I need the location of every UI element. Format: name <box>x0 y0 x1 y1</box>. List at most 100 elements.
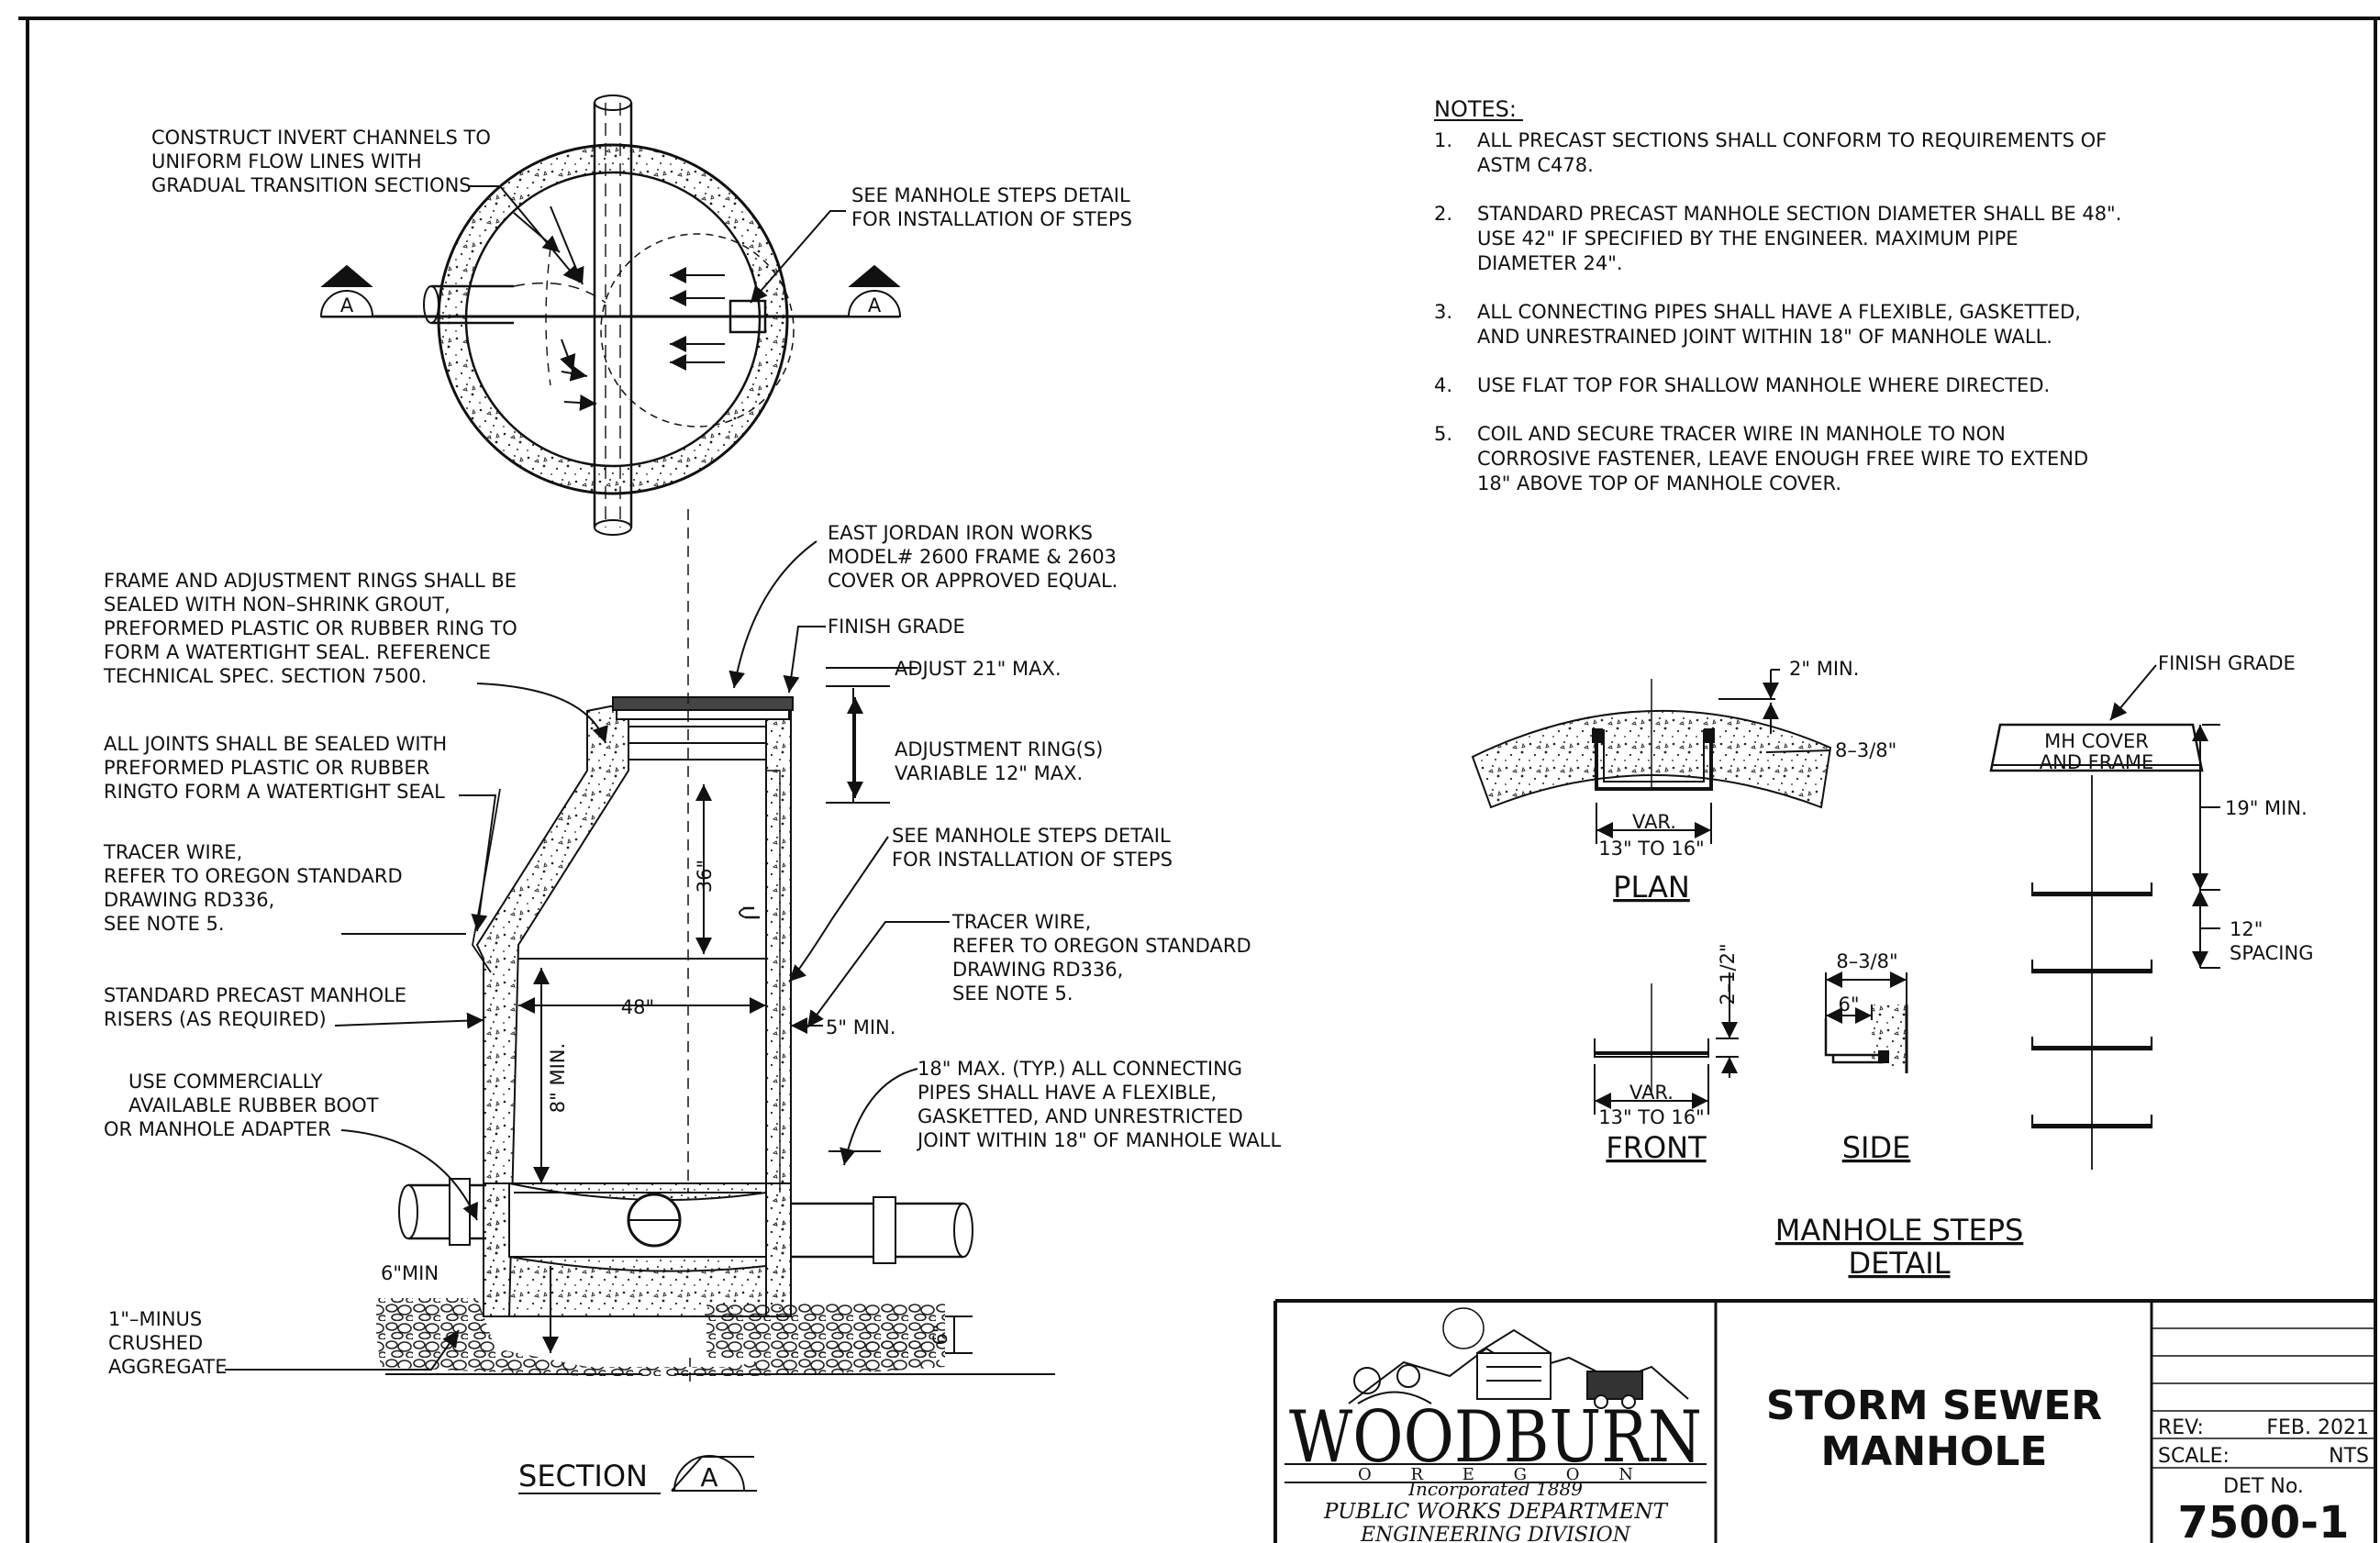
notes-list: 1. ALL PRECAST SECTIONS SHALL CONFORM TO … <box>1434 129 2121 494</box>
rev-value: FEB. 2021 <box>2266 1416 2369 1439</box>
elev-finish-grade: FINISH GRADE <box>2158 652 2296 674</box>
note-line: USE 42" IF SPECIFIED BY THE ENGINEER. MA… <box>1477 228 2019 250</box>
plan-var: VAR. <box>1632 811 1676 833</box>
scale-label: SCALE: <box>2158 1445 2230 1468</box>
steps-detail <box>1471 664 2220 1170</box>
division-name: ENGINEERING DIVISION <box>1360 1524 1631 1543</box>
dim-48: 48" <box>621 996 654 1018</box>
woodburn-logo <box>1285 1307 1707 1483</box>
callout-frame-rings-2: SEALED WITH NON–SHRINK GROUT, <box>104 594 450 616</box>
note-line: AND UNRESTRAINED JOINT WITHIN 18" OF MAN… <box>1477 326 2052 348</box>
note-line: USE FLAT TOP FOR SHALLOW MANHOLE WHERE D… <box>1477 374 2050 396</box>
dim-36: 36" <box>694 860 716 893</box>
drawing-title-1: STORM SEWER <box>1766 1382 2102 1429</box>
elev-cover-2: AND FRAME <box>2040 751 2154 773</box>
det-label: DET No. <box>2223 1475 2304 1498</box>
callout-tracer-left-4: SEE NOTE 5. <box>104 913 225 935</box>
elev-cover-1: MH COVER <box>2044 730 2149 752</box>
steps-detail-labels: 2" MIN. 8–3/8" VAR. 13" TO 16" PLAN 2–1/… <box>1598 652 2313 1281</box>
note-number: 1. <box>1434 129 1452 151</box>
callout-5min: 5" MIN. <box>826 1016 895 1038</box>
plan-view-labels: A A CONSTRUCT INVERT CHANNELS TO UNIFORM… <box>151 127 1132 316</box>
scale-value: NTS <box>2329 1445 2369 1468</box>
callout-boot-3: OR MANHOLE ADAPTER <box>104 1118 331 1140</box>
note-line: ALL PRECAST SECTIONS SHALL CONFORM TO RE… <box>1477 129 2107 151</box>
callout-18max-4: JOINT WITHIN 18" OF MANHOLE WALL <box>916 1129 1281 1151</box>
callout-tracer-right-3: DRAWING RD336, <box>952 959 1123 981</box>
callout-ejiw-3: COVER OR APPROVED EQUAL. <box>828 570 1118 592</box>
callout-invert-3: GRADUAL TRANSITION SECTIONS <box>151 174 472 196</box>
callout-ejiw-2: MODEL# 2600 FRAME & 2603 <box>828 546 1117 568</box>
callout-tracer-right-1: TRACER WIRE, <box>951 911 1091 933</box>
elev-spacing-2: SPACING <box>2230 942 2314 964</box>
callout-18max-2: PIPES SHALL HAVE A FLEXIBLE, <box>918 1082 1217 1104</box>
det-value: 7500-1 <box>2178 1497 2350 1543</box>
callout-boot-2: AVAILABLE RUBBER BOOT <box>128 1094 379 1116</box>
callout-plan-steps-1: SEE MANHOLE STEPS DETAIL <box>851 184 1130 206</box>
elev-spacing-1: 12" <box>2230 918 2263 940</box>
title-block-text: WOODBURN O R E G O N Incorporated 1889 P… <box>1289 1382 2369 1543</box>
callout-aggregate-3: AGGREGATE <box>108 1356 228 1378</box>
dim-8min: 8" MIN. <box>547 1043 569 1113</box>
callout-tracer-right-2: REFER TO OREGON STANDARD <box>952 935 1251 957</box>
title-block <box>1273 1299 2375 1543</box>
note-number: 2. <box>1434 203 1452 225</box>
plan-838: 8–3/8" <box>1835 739 1896 761</box>
callout-section-steps-2: FOR INSTALLATION OF STEPS <box>892 849 1173 871</box>
drawing-title-2: MANHOLE <box>1821 1428 2048 1475</box>
note-line: STANDARD PRECAST MANHOLE SECTION DIAMETE… <box>1477 203 2121 225</box>
elevation-steps <box>2030 883 2153 1129</box>
section-view <box>225 509 1055 1492</box>
side-title: SIDE <box>1842 1130 1911 1165</box>
callout-risers-1: STANDARD PRECAST MANHOLE <box>104 984 406 1006</box>
front-var: VAR. <box>1629 1082 1674 1104</box>
note-number: 3. <box>1434 301 1452 323</box>
section-title-marker: A <box>700 1462 717 1493</box>
logo-name: WOODBURN <box>1289 1396 1702 1479</box>
plan-title: PLAN <box>1613 870 1690 905</box>
callout-boot-1: USE COMMERCIALLY <box>128 1071 323 1093</box>
logo-incorporated: Incorporated 1889 <box>1407 1478 1583 1500</box>
notes: NOTES: 1. ALL PRECAST SECTIONS SHALL CONF… <box>1434 96 2121 494</box>
plan-range: 13" TO 16" <box>1598 838 1704 860</box>
callout-frame-rings-1: FRAME AND ADJUSTMENT RINGS SHALL BE <box>104 570 517 592</box>
dept-name: PUBLIC WORKS DEPARTMENT <box>1323 1500 1669 1524</box>
steps-detail-title-2: DETAIL <box>1848 1246 1950 1281</box>
plan-view <box>319 94 902 536</box>
section-title: SECTION <box>518 1459 648 1493</box>
callout-frame-rings-3: PREFORMED PLASTIC OR RUBBER RING TO <box>104 617 517 639</box>
note-line: CORROSIVE FASTENER, LEAVE ENOUGH FREE WI… <box>1477 448 2088 470</box>
callout-ejiw-1: EAST JORDAN IRON WORKS <box>828 522 1093 544</box>
plan-marker-left: A <box>340 294 354 316</box>
callout-finish-grade: FINISH GRADE <box>828 616 965 638</box>
callout-18max-1: 18" MAX. (TYP.) ALL CONNECTING <box>918 1058 1242 1080</box>
callout-tracer-left-2: REFER TO OREGON STANDARD <box>104 865 403 887</box>
front-212: 2–1/2" <box>1717 943 1739 1005</box>
front-range: 13" TO 16" <box>1598 1106 1704 1128</box>
callout-rings-1: ADJUSTMENT RING(S) <box>895 738 1103 760</box>
note-line: 18" ABOVE TOP OF MANHOLE COVER. <box>1477 472 1841 494</box>
side-6: 6" <box>1838 994 1859 1016</box>
note-number: 5. <box>1434 423 1452 445</box>
steps-detail-title-1: MANHOLE STEPS <box>1775 1213 2024 1248</box>
note-line: ALL CONNECTING PIPES SHALL HAVE A FLEXIB… <box>1477 301 2081 323</box>
callout-section-steps-1: SEE MANHOLE STEPS DETAIL <box>892 825 1171 847</box>
callout-aggregate-2: CRUSHED <box>108 1332 203 1354</box>
callout-risers-2: RISERS (AS REQUIRED) <box>104 1008 327 1030</box>
callout-frame-rings-5: TECHNICAL SPEC. SECTION 7500. <box>103 665 427 687</box>
callout-tracer-left-1: TRACER WIRE, <box>103 841 242 863</box>
notes-heading: NOTES: <box>1434 96 1517 122</box>
callout-joints-2: PREFORMED PLASTIC OR RUBBER <box>104 757 429 779</box>
callout-invert-2: UNIFORM FLOW LINES WITH <box>151 150 422 172</box>
callout-18max-3: GASKETTED, AND UNRESTRICTED <box>918 1105 1243 1127</box>
note-number: 4. <box>1434 374 1452 396</box>
dim-6: 6" <box>929 1324 951 1345</box>
note-line: COIL AND SECURE TRACER WIRE IN MANHOLE T… <box>1477 423 2006 445</box>
plan-2min: 2" MIN. <box>1789 658 1859 680</box>
sheet-border <box>18 17 2380 1543</box>
callout-frame-rings-4: FORM A WATERTIGHT SEAL. REFERENCE <box>104 641 491 663</box>
callout-tracer-left-3: DRAWING RD336, <box>104 889 274 911</box>
callout-invert-1: CONSTRUCT INVERT CHANNELS TO <box>151 127 491 149</box>
plan-marker-right: A <box>868 294 882 316</box>
